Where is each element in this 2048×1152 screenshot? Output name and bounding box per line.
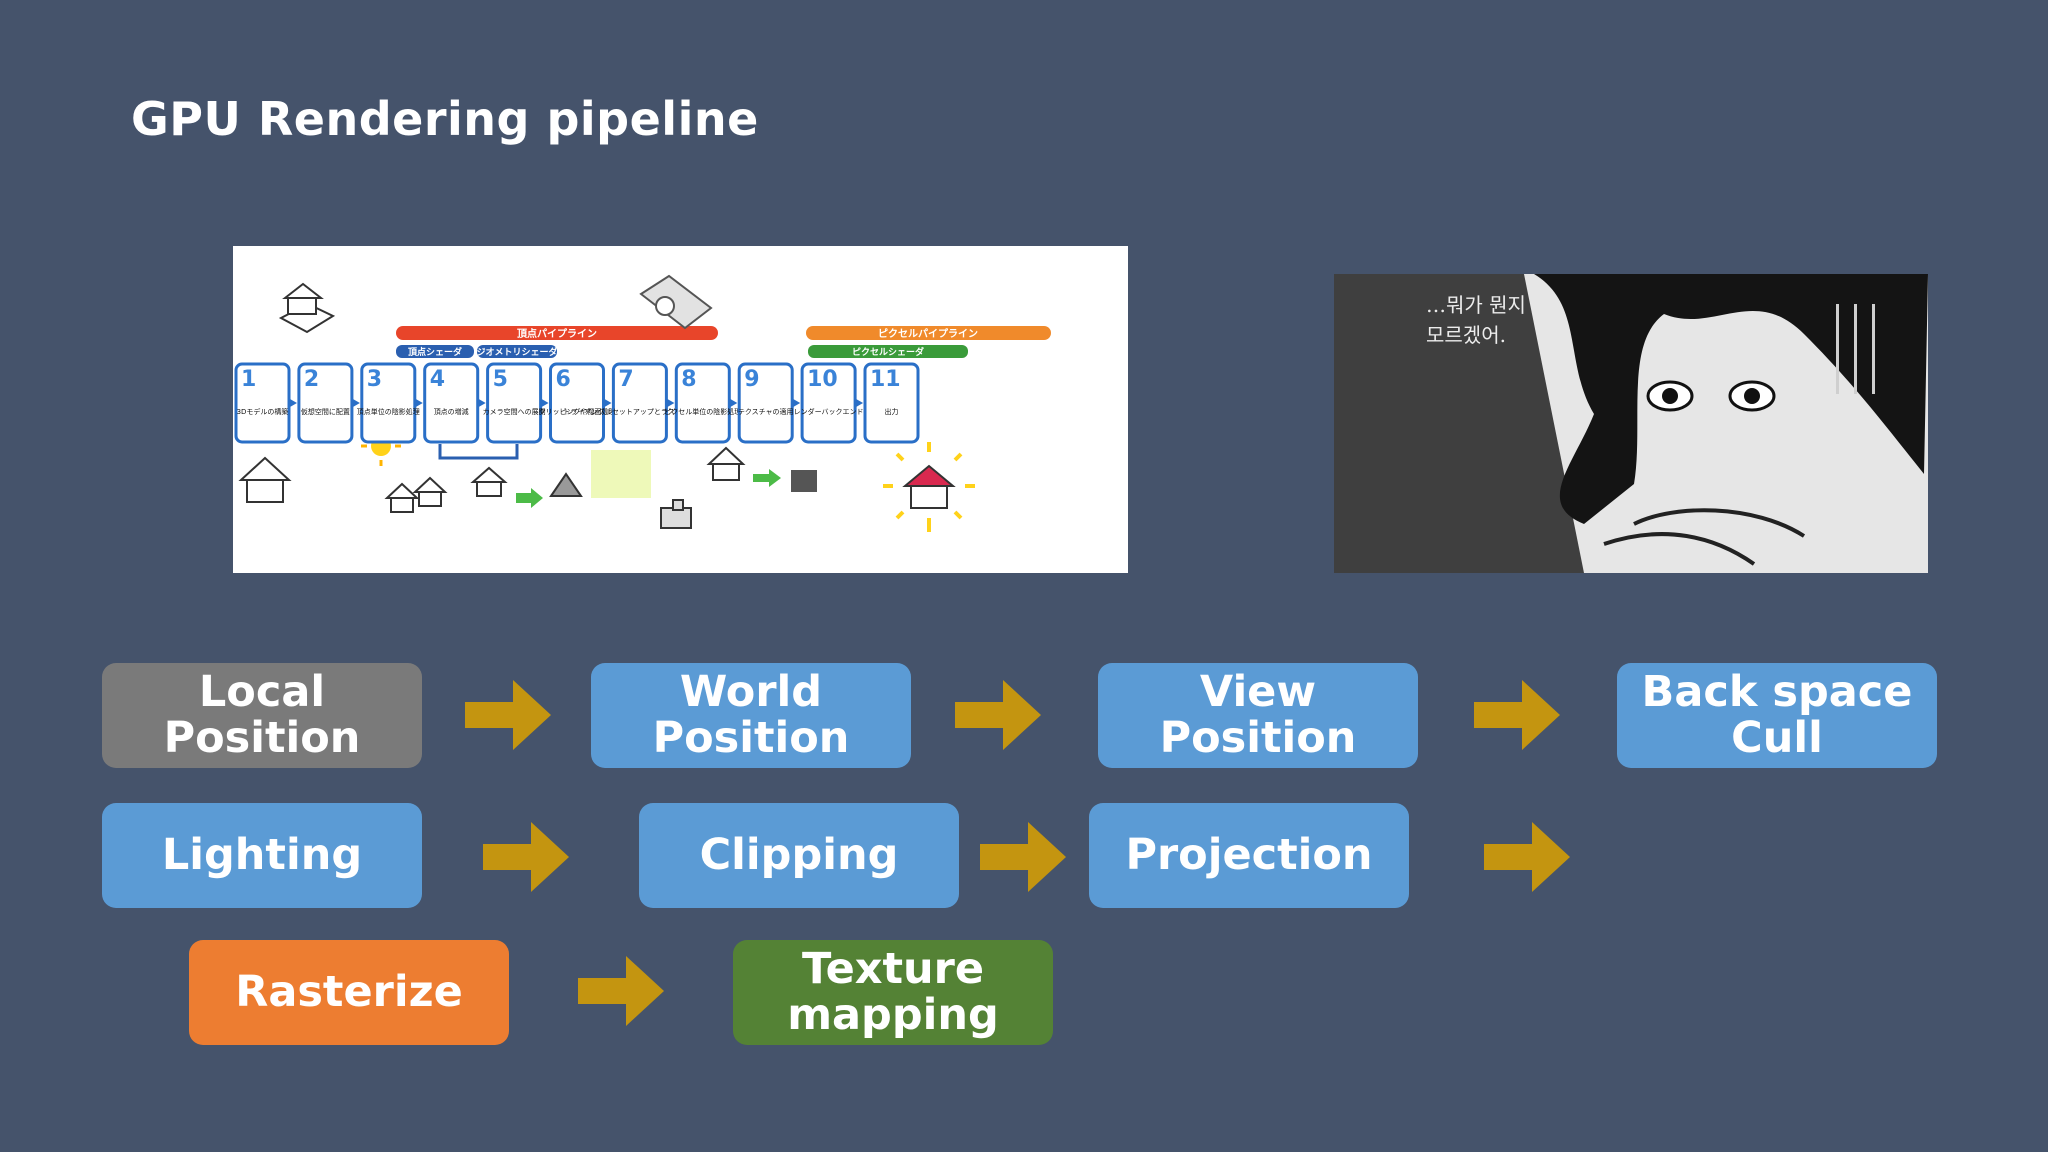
right-arrow-icon: [1484, 822, 1570, 892]
cone-icon: [549, 472, 583, 497]
stage-arrow-icon: [793, 399, 801, 407]
stage-label: 仮想空間に配置: [301, 407, 350, 416]
stage-number: 4: [430, 367, 445, 392]
stage-number: 11: [870, 367, 901, 392]
stage-number: 5: [493, 367, 508, 392]
stage-number: 1: [241, 367, 256, 392]
geometry-shader-banner: [477, 345, 557, 358]
pipeline-stage-2: 2 仮想空間に配置: [297, 362, 354, 444]
raster-grid-icon: [791, 470, 817, 492]
pipeline-stage-8: 8 ピクセル単位の陰影処理: [664, 362, 741, 444]
stage-label: クリッピングや隠面処理: [539, 407, 616, 416]
manga-character-drawing: [1334, 274, 1928, 573]
clipping-box: Clipping: [639, 803, 959, 908]
stage-number: 7: [618, 367, 633, 392]
red-house-icon: [902, 464, 956, 509]
stage-label: テクスチャの適用: [738, 407, 794, 416]
pixel-pipeline-label: ピクセルパイプライン: [878, 327, 978, 340]
stage-arrow-icon: [541, 399, 549, 407]
houses-icon: [384, 466, 508, 513]
right-arrow-icon: [980, 822, 1066, 892]
pipeline-stage-4: 4 頂点の増減: [423, 362, 480, 444]
stage-arrow-icon: [604, 399, 612, 407]
projection-box: Projection: [1089, 803, 1409, 908]
stage-label: 3Dモデルの構築: [237, 407, 289, 416]
right-arrow-icon: [465, 680, 551, 750]
stage-number: 8: [681, 367, 696, 392]
stage-arrow-icon: [478, 399, 486, 407]
camera-icon: [660, 499, 692, 529]
stage-number: 6: [556, 367, 571, 392]
stage-number: 2: [304, 367, 319, 392]
house-icon: [278, 282, 336, 334]
stage-label: ピクセル単位の陰影処理: [664, 407, 741, 416]
vertex-pipeline-label: 頂点パイプライン: [517, 327, 597, 340]
pixel-shader-banner: [808, 345, 968, 358]
glow-rays-icon: [883, 442, 975, 532]
stage-arrow-icon: [667, 399, 675, 407]
right-arrow-icon: [955, 680, 1041, 750]
pipeline-stage-9: 9 テクスチャの適用: [737, 362, 794, 444]
stage-arrow-icon: [352, 399, 360, 407]
stage-arrow-icon: [856, 399, 864, 407]
speech-line: 모르겠어.: [1426, 323, 1506, 347]
vertex-shader-banner: [396, 345, 474, 358]
pixel-pipeline-banner: [806, 326, 1051, 340]
stage-label: カメラ空間への展開: [483, 407, 546, 416]
stage-label: 出力: [885, 407, 899, 416]
pipeline-stage-6: 6 クリッピングや隠面処理: [539, 362, 616, 444]
local-position-box: Local Position: [102, 663, 422, 768]
world-position-box: World Position: [591, 663, 911, 768]
speech-text: …뭐가 뭔지 모르겠어.: [1426, 290, 1526, 350]
stage-number: 3: [367, 367, 382, 392]
stage-label: トライアングルセットアップとラスタライズ処理: [563, 407, 716, 416]
loop-connector: [438, 444, 519, 460]
pipeline-diagram-image: 頂点パイプライン ピクセルパイプライン 頂点シェーダ ジオメトリシェーダ ピクセ…: [233, 246, 1128, 573]
view-volume-icon: [591, 450, 651, 498]
stage-label: レンダーバックエンド: [794, 407, 864, 416]
pipeline-stage-7: 7 トライアングルセットアップとラスタライズ処理: [563, 362, 717, 444]
pipeline-stage-1: 1 3Dモデルの構築: [234, 362, 291, 444]
vertex-pipeline-banner: [396, 326, 718, 340]
stage-arrow-icon: [415, 399, 423, 407]
right-arrow-icon: [578, 956, 664, 1026]
green-arrow-icon: [516, 488, 543, 508]
right-arrow-icon: [483, 822, 569, 892]
stage-label: 頂点単位の陰影処理: [357, 407, 420, 416]
stage-arrow-icon: [290, 399, 297, 407]
view-position-box: View Position: [1098, 663, 1418, 768]
stage-number: 10: [807, 367, 838, 392]
hand-tool-icon: [639, 274, 713, 330]
stage-arrow-icon: [730, 399, 738, 407]
pipeline-stage-10: 10 レンダーバックエンド: [794, 362, 864, 444]
back-space-cull-box: Back space Cull: [1617, 663, 1937, 768]
green-arrow-icon: [753, 469, 781, 487]
speech-line: …뭐가 뭔지: [1426, 293, 1526, 317]
house-icon: [706, 446, 746, 481]
house-icon: [238, 456, 292, 503]
lighting-box: Lighting: [102, 803, 422, 908]
geometry-shader-label: ジオメトリシェーダ: [476, 346, 557, 358]
pixel-shader-label: ピクセルシェーダ: [852, 346, 924, 358]
slide-title: GPU Rendering pipeline: [131, 92, 759, 146]
texture-mapping-box: Texture mapping: [733, 940, 1053, 1045]
manga-character-image: …뭐가 뭔지 모르겠어.: [1334, 274, 1928, 573]
pipeline-stage-5: 5 カメラ空間への展開: [483, 362, 546, 444]
pipeline-stage-3: 3 頂点単位の陰影処理: [357, 362, 420, 444]
right-arrow-icon: [1474, 680, 1560, 750]
rasterize-box: Rasterize: [189, 940, 509, 1045]
pipeline-stage-11: 11 出力: [863, 362, 920, 444]
stage-label: 頂点の増減: [434, 407, 469, 416]
stage-number: 9: [744, 367, 759, 392]
vertex-shader-label: 頂点シェーダ: [408, 346, 462, 358]
